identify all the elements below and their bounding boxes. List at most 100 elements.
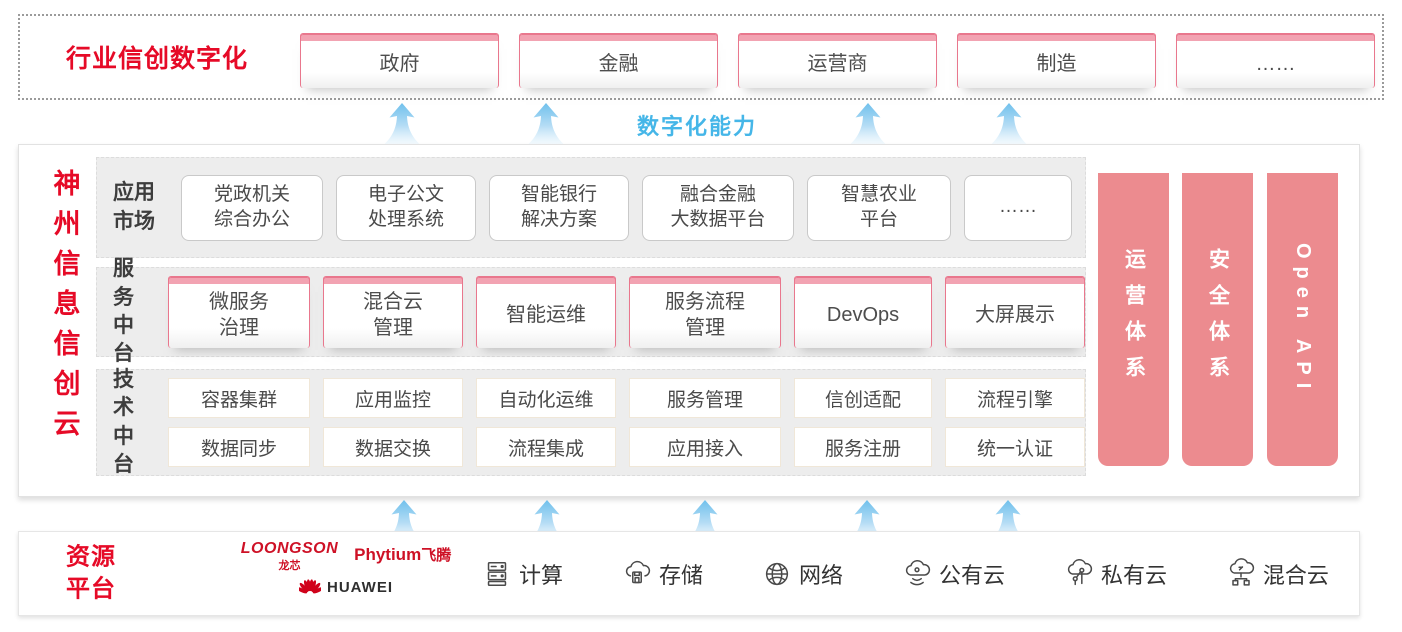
phytium-wordmark: Phytium (354, 545, 422, 564)
service-card-label: 混合云 管理 (363, 291, 423, 339)
service-card: 微服务 治理 (168, 276, 310, 348)
tech-card: 流程集成 (476, 427, 616, 467)
compute-icon (487, 561, 507, 586)
resource-item-label: 计算 (519, 562, 564, 588)
tech-card-grid: 容器集群 应用监控 自动化运维 服务管理 信创适配 流程引擎 数据同步 数据交换… (168, 378, 1085, 467)
resource-item-label: 混合云 (1262, 562, 1329, 588)
resource-item-label: 存储 (658, 562, 703, 588)
loongson-chinese-name: 龙芯 (278, 560, 301, 572)
vendor-logo-group: LOONGSON 龙芯 Phytium飞腾 (211, 540, 481, 597)
service-card-label: 服务流程 管理 (665, 291, 745, 339)
resource-item-network: 网络 (761, 558, 843, 590)
tech-card: 自动化运维 (476, 378, 616, 418)
service-card-label: 智能运维 (506, 304, 586, 326)
resource-item-hybrid-cloud: 混合云 (1225, 557, 1329, 590)
service-card: 混合云 管理 (323, 276, 463, 348)
pillar-label: 运营体系 (1122, 247, 1146, 392)
tech-card: 流程引擎 (945, 378, 1085, 418)
card-top-accent (738, 34, 937, 41)
storage-icon (625, 560, 651, 583)
industry-card-more: …… (1176, 33, 1375, 88)
app-card: 电子公文 处理系统 (336, 174, 476, 241)
up-arrow-icon (987, 103, 1031, 145)
tech-card: 容器集群 (168, 378, 310, 418)
tech-card: 应用监控 (323, 378, 463, 418)
loongson-wordmark: LOONGSON (240, 540, 339, 557)
tech-platform-row: 技术 中台 容器集群 应用监控 自动化运维 服务管理 信创适配 流程引擎 数据同… (96, 367, 1086, 476)
pillar-label: Open API (1292, 242, 1314, 397)
loongson-logo: LOONGSON 龙芯 (241, 540, 338, 573)
resource-item-list: 计算 存储 (481, 532, 1329, 615)
app-card: 智能银行 解决方案 (489, 174, 629, 241)
phytium-chinese-name: 飞腾 (421, 547, 452, 564)
service-card-label: DevOps (826, 304, 900, 326)
industry-section: 行业信创数字化 政府 金融 运营商 制造 …… (18, 14, 1384, 100)
industry-card-label: 运营商 (807, 52, 868, 75)
resource-item-private-cloud: 私有云 (1063, 558, 1167, 590)
resource-item-public-cloud: 公有云 (901, 558, 1005, 590)
card-top-accent (519, 34, 718, 41)
card-top-accent (476, 277, 616, 284)
pillar-label: 安全体系 (1206, 247, 1230, 392)
card-top-accent (629, 277, 781, 284)
service-card-label: 大屏展示 (975, 304, 1055, 326)
card-top-accent (323, 277, 463, 284)
app-market-row-label: 应用 市场 (113, 181, 155, 233)
up-arrow-icon (846, 103, 890, 145)
service-card: DevOps (794, 276, 932, 348)
industry-section-title: 行业信创数字化 (66, 45, 249, 73)
industry-card-manufacturing: 制造 (957, 33, 1156, 88)
resource-item-label: 私有云 (1100, 562, 1167, 588)
app-card: 党政机关 综合办公 (181, 174, 323, 241)
app-card: 融合金融 大数据平台 (642, 174, 794, 241)
card-top-accent (300, 34, 499, 41)
huawei-logo: HUAWEI (211, 577, 481, 597)
platform-section: 神州信息信创云 应用 市场 党政机关 综合办公 电子公文 处理系统 智能银行 解… (18, 144, 1360, 497)
service-card-label: 微服务 治理 (209, 291, 269, 339)
service-card: 大屏展示 (945, 276, 1085, 348)
resource-item-label: 网络 (798, 562, 843, 588)
pillar-open-api: Open API (1267, 173, 1338, 466)
resource-item-label: 公有云 (938, 562, 1005, 588)
industry-card-label: 制造 (1036, 52, 1077, 75)
resource-platform-title: 资源 平台 (66, 543, 116, 603)
network-icon (765, 562, 789, 585)
phytium-logo: Phytium飞腾 (354, 544, 451, 565)
industry-card-label: 金融 (598, 52, 639, 75)
resource-platform-section: 资源 平台 LOONGSON 龙芯 Phytium飞腾 (18, 531, 1360, 616)
industry-card-finance: 金融 (519, 33, 718, 88)
card-top-accent (957, 34, 1156, 41)
service-platform-row-label: 服务 中台 (113, 257, 134, 366)
tech-card: 服务管理 (629, 378, 781, 418)
tech-platform-row-label: 技术 中台 (113, 367, 134, 476)
tech-card: 统一认证 (945, 427, 1085, 467)
industry-card-telecom: 运营商 (738, 33, 937, 88)
industry-card-list: 政府 金融 运营商 制造 …… (300, 33, 1375, 88)
capability-label: 数字化能力 (637, 114, 758, 139)
tech-card: 应用接入 (629, 427, 781, 467)
vendor-logo-row: LOONGSON 龙芯 Phytium飞腾 (211, 540, 481, 573)
platform-title: 神州信息信创云 (49, 169, 80, 449)
tech-card: 数据同步 (168, 427, 310, 467)
industry-card-government: 政府 (300, 33, 499, 88)
app-market-row: 应用 市场 党政机关 综合办公 电子公文 处理系统 智能银行 解决方案 融合金融… (96, 157, 1086, 258)
huawei-wordmark: HUAWEI (327, 578, 393, 596)
tech-card: 服务注册 (794, 427, 932, 467)
huawei-flower-icon (299, 579, 321, 594)
industry-card-label: …… (1255, 52, 1296, 75)
pillar-operations-system: 运营体系 (1098, 173, 1169, 466)
service-card: 服务流程 管理 (629, 276, 781, 348)
app-card-more: …… (964, 174, 1072, 241)
resource-item-storage: 存储 (621, 558, 703, 590)
public-cloud-icon (905, 559, 931, 585)
app-market-card-list: 党政机关 综合办公 电子公文 处理系统 智能银行 解决方案 融合金融 大数据平台… (181, 174, 1072, 241)
private-cloud-icon (1067, 558, 1093, 585)
hybrid-cloud-icon (1229, 557, 1255, 586)
service-card: 智能运维 (476, 276, 616, 348)
industry-card-label: 政府 (379, 52, 420, 75)
resource-item-compute: 计算 (481, 558, 563, 590)
tech-card-row: 数据同步 数据交换 流程集成 应用接入 服务注册 统一认证 (168, 427, 1085, 467)
tech-card: 数据交换 (323, 427, 463, 467)
service-platform-row: 服务 中台 微服务 治理 混合云 管理 智能运维 服务流程 管理 (96, 257, 1086, 365)
